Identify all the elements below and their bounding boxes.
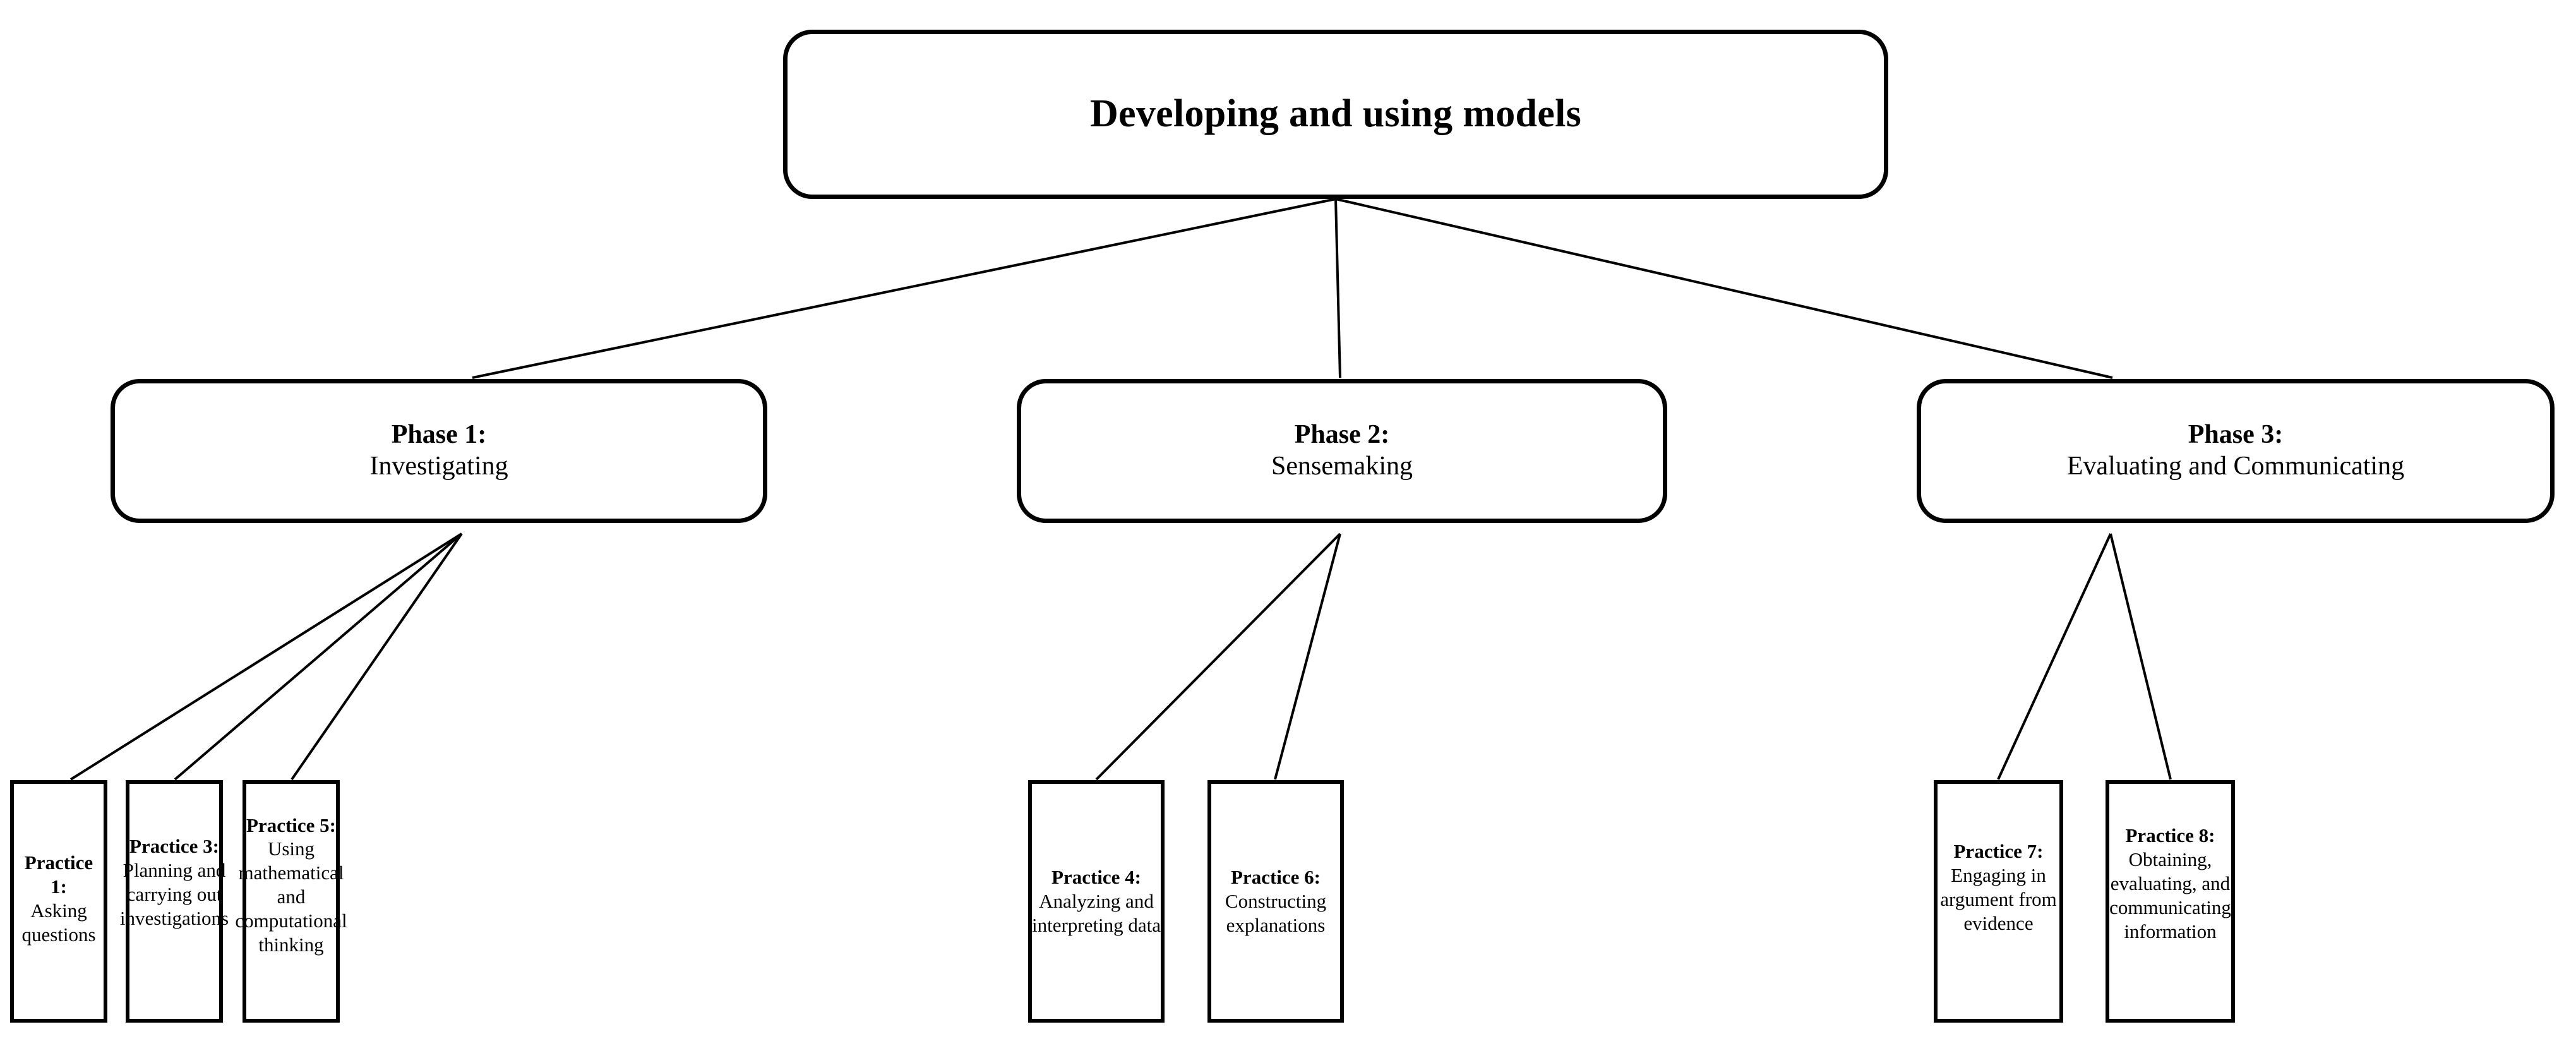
practice-node-4[interactable]: Practice 4: Analyzing and interpreting d… (1028, 780, 1165, 1023)
practice-node-7[interactable]: Practice 7: Engaging in argument from ev… (1934, 780, 2063, 1023)
practice-5-line-3: and (277, 886, 306, 908)
phase-3-title: Phase 3: (2188, 420, 2284, 450)
practice-5-line-4: computational (235, 909, 347, 932)
edge-phase1-to-p3 (174, 532, 463, 781)
practice-5-title: Practice 5: (246, 814, 336, 836)
practice-7-title: Practice 7: (1953, 840, 2044, 863)
practice-5-line-5: thinking (258, 933, 324, 956)
edge-root-to-phase3 (1335, 198, 2113, 379)
root-node-label: Developing and using models (1089, 92, 1582, 136)
edge-phase3-to-p7 (1997, 533, 2112, 780)
phase-2-title: Phase 2: (1294, 420, 1390, 450)
edge-root-to-phase1 (472, 198, 1336, 379)
practice-1-line-2: questions (21, 923, 96, 946)
edge-phase1-to-p5 (291, 532, 463, 781)
practice-4-line-2: interpreting data (1032, 913, 1161, 936)
phase-node-3[interactable]: Phase 3: Evaluating and Communicating (1917, 379, 2555, 523)
practice-8-line-2: evaluating, and (2110, 872, 2231, 895)
practice-6-line-1: Constructing (1225, 890, 1327, 913)
practice-5-line-1: Using (267, 838, 315, 860)
edge-phase1-to-p1 (69, 532, 463, 781)
practice-8-line-3: communicating (2109, 896, 2231, 918)
practice-4-line-1: Analyzing and (1039, 890, 1154, 913)
practice-3-line-3: investigations (119, 906, 229, 929)
practice-node-3[interactable]: Practice 3: Planning and carrying out in… (120, 780, 229, 1023)
edge-phase2-to-p4 (1095, 532, 1341, 781)
practice-1-line-1: Asking (30, 899, 87, 922)
practice-node-5[interactable]: Practice 5: Using mathematical and compu… (235, 780, 347, 1023)
practice-node-6[interactable]: Practice 6: Constructing explanations (1207, 780, 1344, 1023)
practice-7-line-3: evidence (1963, 911, 2034, 934)
phase-node-1[interactable]: Phase 1: Investigating (111, 379, 767, 523)
practice-3-title: Practice 3: (129, 835, 219, 858)
phase-2-subtitle: Sensemaking (1271, 452, 1413, 481)
edge-phase3-to-p8 (2109, 533, 2172, 780)
practice-8-line-4: information (2124, 920, 2217, 942)
practice-4-title: Practice 4: (1051, 866, 1141, 889)
edge-root-to-phase2 (1334, 198, 1341, 378)
practice-8-line-1: Obtaining, (2128, 848, 2212, 871)
practice-7-line-1: Engaging in (1951, 864, 2046, 887)
practice-node-8[interactable]: Practice 8: Obtaining, evaluating, and c… (2106, 780, 2235, 1023)
practice-6-line-2: explanations (1226, 913, 1326, 936)
practice-3-line-1: Planning and (123, 859, 226, 882)
root-node-developing-and-using-models[interactable]: Developing and using models (783, 30, 1888, 199)
practice-6-title: Practice 6: (1231, 866, 1321, 889)
practice-1-title: Practice 1: (24, 851, 93, 898)
practice-8-title: Practice 8: (2125, 824, 2215, 847)
practice-node-1[interactable]: Practice 1: Asking questions (10, 780, 107, 1023)
phase-1-title: Phase 1: (391, 420, 487, 450)
phase-1-subtitle: Investigating (369, 452, 508, 481)
practice-5-line-2: mathematical (238, 862, 344, 884)
practice-7-line-2: argument from (1940, 888, 2057, 910)
practice-3-line-2: carrying out (126, 883, 222, 905)
phase-node-2[interactable]: Phase 2: Sensemaking (1017, 379, 1667, 523)
edge-phase2-to-p6 (1274, 533, 1341, 780)
phase-3-subtitle: Evaluating and Communicating (2066, 452, 2405, 481)
